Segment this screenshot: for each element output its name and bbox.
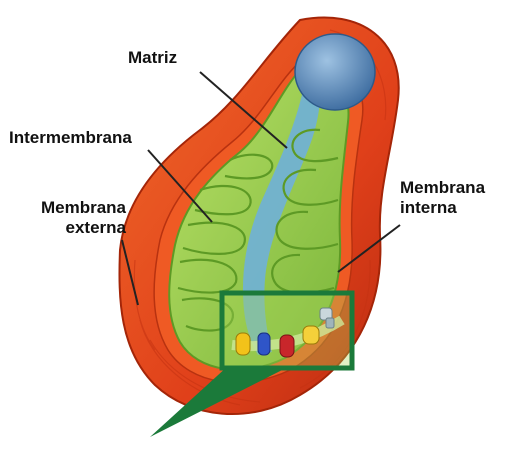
label-inner-membrane-line2: interna xyxy=(400,198,485,218)
label-matrix: Matriz xyxy=(128,48,177,68)
label-outer-membrane-line1: Membrana xyxy=(8,198,126,218)
blue-protein xyxy=(258,333,270,355)
label-inner-membrane-line1: Membrana xyxy=(400,178,485,198)
label-intermembrane: Intermembrana xyxy=(9,128,132,148)
label-inner-membrane: Membrana interna xyxy=(400,178,485,218)
yellow-protein-2 xyxy=(303,326,319,344)
label-outer-membrane-line2: externa xyxy=(8,218,126,238)
matrix-cap xyxy=(295,34,375,110)
label-outer-membrane: Membrana externa xyxy=(8,198,126,238)
red-protein xyxy=(280,335,294,357)
yellow-protein xyxy=(236,333,250,355)
